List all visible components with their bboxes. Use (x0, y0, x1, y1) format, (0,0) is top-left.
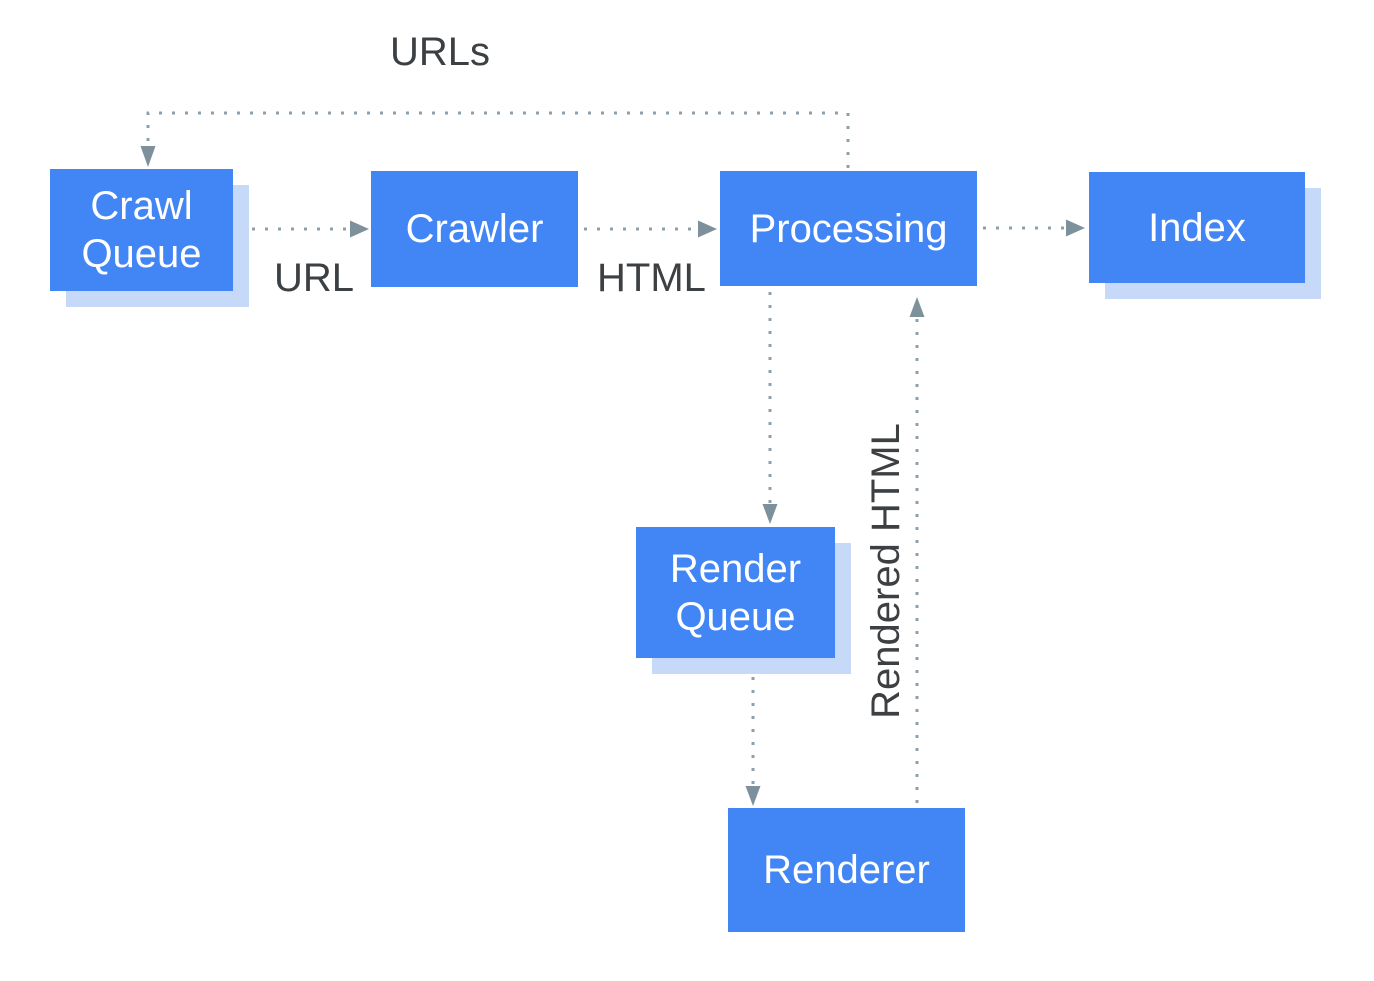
edge-label-urls: URLs (390, 30, 491, 74)
node-crawl-queue: Crawl Queue (50, 169, 233, 291)
node-crawl-queue-label: Crawl Queue (81, 184, 202, 276)
edge-processing-to-crawl-queue-line (146, 111, 850, 168)
node-processing-label: Processing (749, 206, 948, 251)
node-render-queue: Render Queue (636, 527, 835, 658)
node-crawler-label: Crawler (405, 207, 544, 251)
arrowhead-into-renderer (745, 786, 761, 806)
arrowhead-into-processing-bottom (909, 297, 925, 317)
node-index: Index (1089, 172, 1305, 283)
arrowhead-into-crawler (350, 220, 369, 238)
edge-label-url: URL (274, 256, 355, 300)
node-renderer: Renderer (728, 808, 965, 932)
arrowhead-into-processing-left (698, 220, 717, 238)
node-renderer-label: Renderer (763, 848, 930, 892)
arrowhead-into-crawl-queue (140, 146, 156, 167)
node-render-queue-label: Render Queue (669, 546, 802, 639)
arrowhead-into-index (1066, 219, 1085, 237)
node-crawler: Crawler (371, 171, 578, 287)
arrowhead-into-render-queue (762, 504, 778, 524)
node-processing: Processing (720, 171, 977, 286)
node-index-label: Index (1148, 205, 1246, 250)
edge-label-html: HTML (597, 256, 706, 300)
edge-label-rendered-html: Rendered HTML (864, 423, 908, 719)
